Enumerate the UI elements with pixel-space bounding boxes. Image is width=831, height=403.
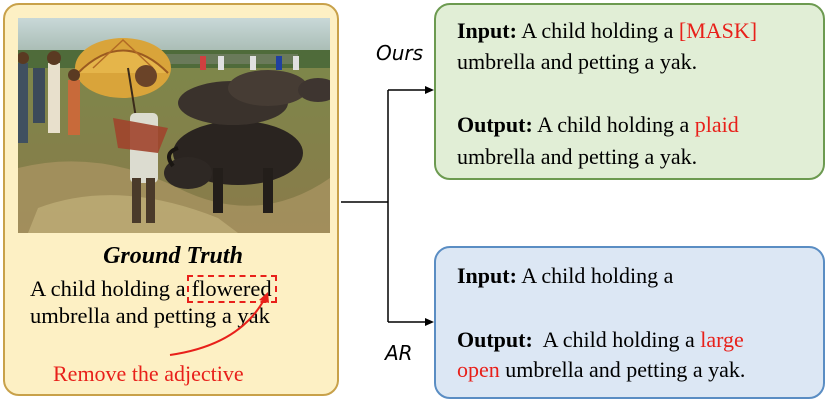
ours-output-line-1: Output: A child holding a plaid bbox=[457, 112, 739, 138]
ours-output-text: A child holding a bbox=[537, 112, 690, 137]
ar-output-text-2: umbrella and petting a yak. bbox=[505, 357, 746, 382]
ar-output-line-2: open umbrella and petting a yak. bbox=[457, 357, 745, 383]
ground-truth-title: Ground Truth bbox=[103, 243, 243, 269]
arrowhead-ar bbox=[425, 318, 434, 326]
ar-output-word-1: large bbox=[700, 327, 744, 352]
ground-truth-prefix: A child holding a bbox=[30, 276, 186, 301]
ours-input-line-1: Input: A child holding a [MASK] bbox=[457, 18, 757, 44]
ours-output-line-2: umbrella and petting a yak. bbox=[457, 144, 698, 169]
ar-input-label: Input: bbox=[457, 263, 517, 288]
remove-adjective-annotation: Remove the adjective bbox=[53, 361, 244, 386]
ours-box: Input: A child holding a [MASK] umbrella… bbox=[434, 3, 825, 180]
ours-input-text: A child holding a bbox=[521, 18, 674, 43]
ours-output-label: Output: bbox=[457, 112, 533, 137]
ar-output-word-2: open bbox=[457, 357, 500, 382]
photo-child-umbrella-yak bbox=[18, 18, 330, 233]
ours-input-label: Input: bbox=[457, 18, 517, 43]
ours-mask-token: [MASK] bbox=[678, 18, 758, 43]
remove-arrow bbox=[169, 297, 266, 356]
ground-truth-line-2: umbrella and petting a yak bbox=[30, 303, 270, 328]
ours-output-word: plaid bbox=[694, 112, 739, 137]
ar-label: AR bbox=[385, 341, 413, 365]
remove-arrowhead bbox=[259, 292, 269, 303]
ar-input-text: A child holding a bbox=[521, 263, 674, 288]
arrowhead-ours bbox=[425, 86, 434, 94]
ar-output-line-1: Output: A child holding a large bbox=[457, 327, 744, 353]
highlighted-adjective: flowered bbox=[186, 275, 277, 303]
ours-input-line-2: umbrella and petting a yak. bbox=[457, 49, 698, 74]
ar-output-label: Output: bbox=[457, 327, 533, 352]
ar-output-text: A child holding a bbox=[542, 327, 695, 352]
ar-box: Input: A child holding a Output: A child… bbox=[434, 246, 825, 399]
ar-input-line: Input: A child holding a bbox=[457, 263, 673, 289]
ours-label: Ours bbox=[376, 41, 424, 65]
